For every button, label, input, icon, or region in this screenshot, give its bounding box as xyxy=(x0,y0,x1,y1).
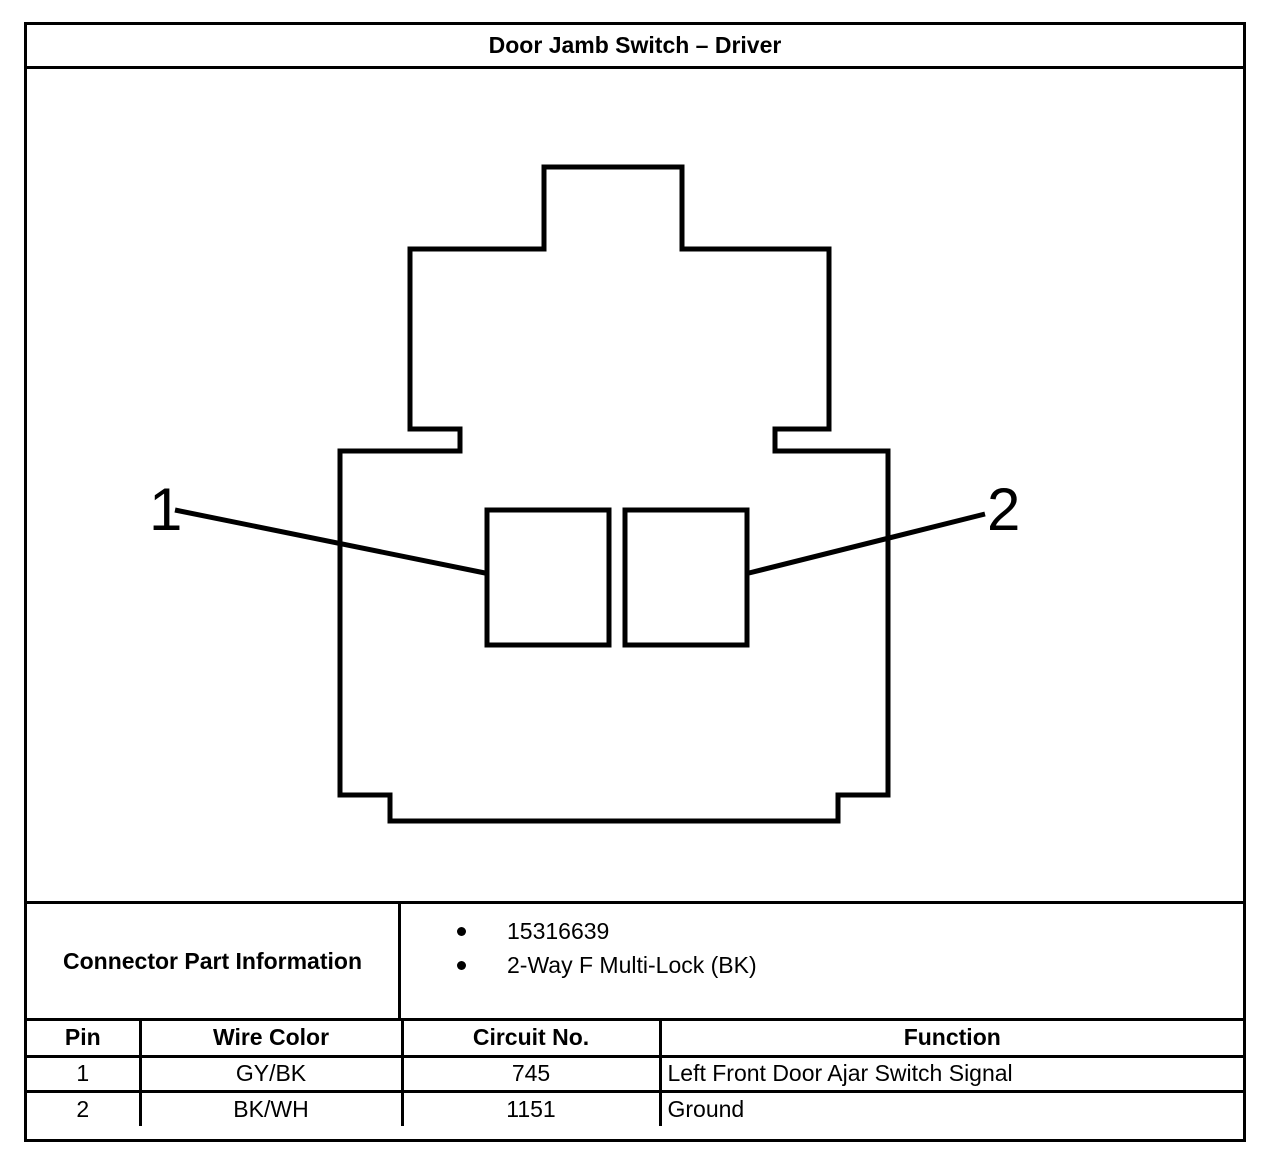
connector-diagram: 1 2 xyxy=(27,69,1243,903)
page-title: Door Jamb Switch – Driver xyxy=(27,25,1243,69)
leader-line-pin-1 xyxy=(174,507,486,576)
cavity-pin-1 xyxy=(484,507,612,648)
list-item: 15316639 xyxy=(401,914,1243,948)
connector-type: 2-Way F Multi-Lock (BK) xyxy=(507,952,757,978)
pin-label-2: 2 xyxy=(987,476,1020,543)
pin-label-1: 1 xyxy=(149,476,182,543)
cavity-pin-2 xyxy=(622,507,750,648)
table-row: 2 BK/WH 1151 Ground xyxy=(27,1089,1243,1126)
header-wire-color: Wire Color xyxy=(138,1021,404,1058)
header-pin: Pin xyxy=(27,1021,142,1058)
connector-face-svg: 1 2 xyxy=(149,164,1020,824)
cell-circuit: 745 xyxy=(400,1054,662,1093)
cell-wire-color: BK/WH xyxy=(138,1089,404,1126)
table-row: 1 GY/BK 745 Left Front Door Ajar Switch … xyxy=(27,1054,1243,1093)
connector-info-list: 15316639 2-Way F Multi-Lock (BK) xyxy=(401,904,1243,1028)
header-function: Function xyxy=(658,1021,1243,1058)
pin-table: Pin Wire Color Circuit No. Function 1 GY… xyxy=(27,1021,1243,1126)
cell-function: Left Front Door Ajar Switch Signal xyxy=(658,1054,1243,1093)
cell-wire-color: GY/BK xyxy=(138,1054,404,1093)
connector-sheet: Door Jamb Switch – Driver 1 2 Connector … xyxy=(24,22,1246,1142)
bullet-icon xyxy=(457,961,466,970)
header-circuit-no: Circuit No. xyxy=(400,1021,662,1058)
cell-pin: 2 xyxy=(27,1089,142,1126)
cell-pin: 1 xyxy=(27,1054,142,1093)
part-number: 15316639 xyxy=(507,918,610,944)
table-header-row: Pin Wire Color Circuit No. Function xyxy=(27,1021,1243,1058)
bullet-icon xyxy=(457,927,466,936)
connector-info-label: Connector Part Information xyxy=(27,904,401,1018)
list-item: 2-Way F Multi-Lock (BK) xyxy=(401,948,1243,982)
connector-part-info: Connector Part Information 15316639 2-Wa… xyxy=(27,901,1243,1021)
cell-function: Ground xyxy=(658,1089,1243,1126)
cell-circuit: 1151 xyxy=(400,1089,662,1126)
connector-housing-outline xyxy=(337,164,891,824)
leader-line-pin-2 xyxy=(748,511,986,576)
